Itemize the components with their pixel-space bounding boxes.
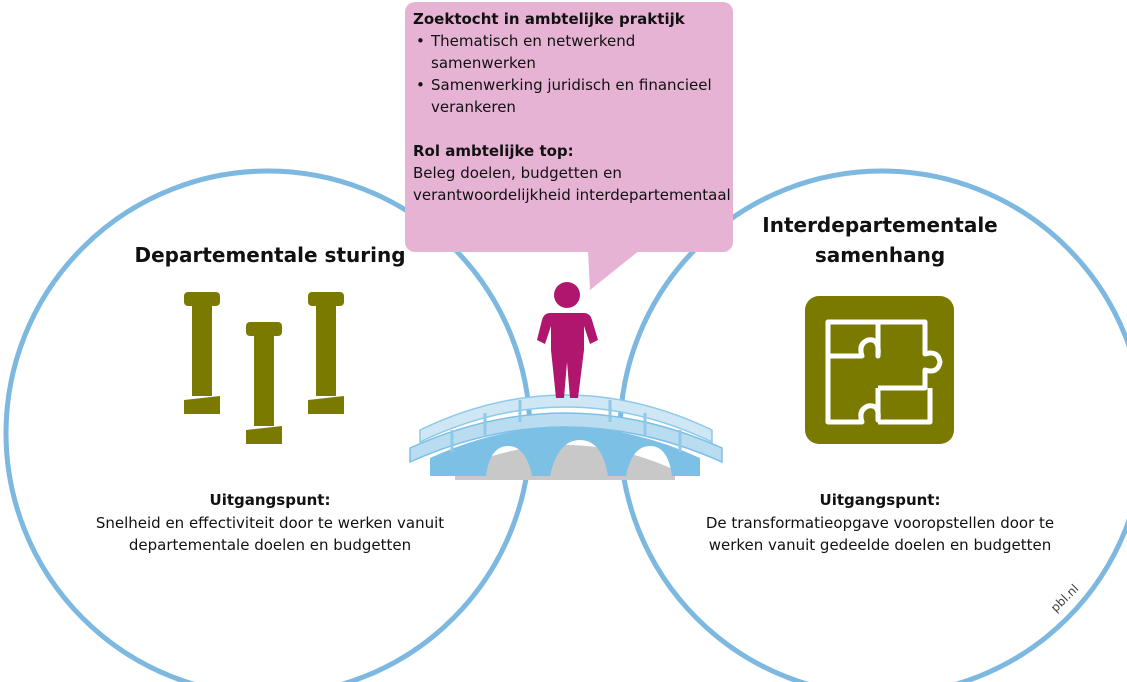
right-text-line2: werken vanuit gedeelde doelen en budgett… [708, 536, 1052, 554]
left-title: Departementale sturing [134, 243, 406, 267]
left-text-line1: Snelheid en effectiviteit door te werken… [95, 514, 445, 532]
right-title-line2: samenhang [814, 243, 946, 267]
callout-item: Samenwerking juridisch en financieel ver… [413, 74, 731, 118]
left-label: Uitgangspunt: [209, 491, 331, 509]
pillars-icon [184, 292, 344, 444]
right-text-line1: De transformatieopgave vooropstellen doo… [705, 514, 1055, 532]
callout-item: Thematisch en netwerkend samenwerken [413, 30, 731, 74]
right-label: Uitgangspunt: [819, 491, 941, 509]
right-title-line1: Interdepartementale [762, 213, 998, 237]
left-text-line2: departementale doelen en budgetten [128, 536, 412, 554]
callout-text: Zoektocht in ambtelijke praktijk Themati… [413, 8, 731, 248]
puzzle-icon [805, 296, 954, 444]
person-icon [537, 282, 598, 398]
callout-list: Thematisch en netwerkend samenwerken Sam… [413, 30, 731, 118]
bridge-icon [409, 394, 723, 480]
callout-heading-1: Zoektocht in ambtelijke praktijk [413, 10, 685, 28]
callout-heading-2: Rol ambtelijke top: [413, 142, 574, 160]
callout-text-body: Beleg doelen, budgetten en verantwoordel… [413, 164, 731, 204]
